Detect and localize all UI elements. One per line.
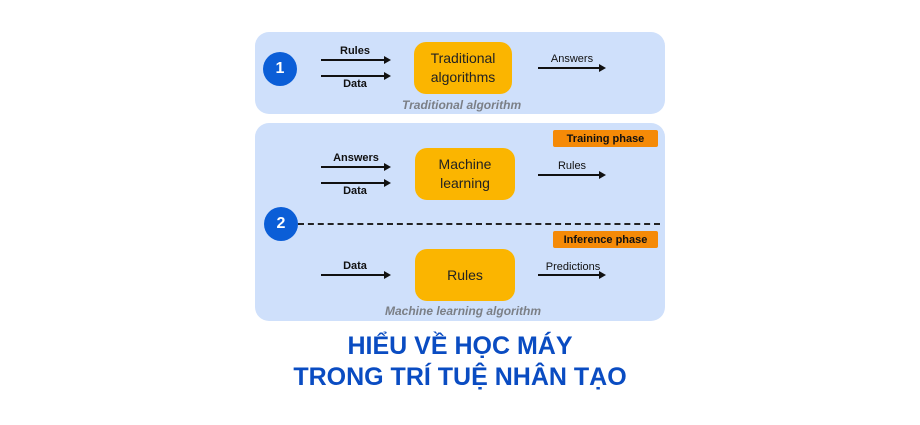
output-label-predictions: Predictions	[545, 261, 601, 273]
ml-caption: Machine learning algorithm	[385, 304, 542, 318]
step-1-badge: 1	[263, 52, 297, 86]
input-label-data: Data	[343, 185, 367, 197]
arrow-icon	[321, 56, 391, 64]
arrow-icon	[538, 171, 606, 179]
input-label-data: Data	[343, 260, 367, 272]
arrow-icon	[538, 64, 606, 72]
input-label-answers: Answers	[333, 152, 379, 164]
arrow-icon	[321, 271, 391, 279]
phase-divider	[298, 223, 660, 225]
step-2-badge: 2	[264, 207, 298, 241]
traditional-algorithms-box: Traditional algorithms	[414, 42, 512, 94]
title-line-1: HIỂU VỀ HỌC MÁY	[347, 332, 573, 360]
traditional-caption: Traditional algorithm	[402, 98, 522, 112]
training-phase-badge: Training phase	[553, 130, 658, 147]
arrow-icon	[321, 72, 391, 80]
input-label-data: Data	[343, 78, 367, 90]
arrow-icon	[321, 163, 391, 171]
output-label-answers: Answers	[550, 53, 594, 65]
arrow-icon	[321, 179, 391, 187]
inference-phase-badge: Inference phase	[553, 231, 658, 248]
title-line-2: TRONG TRÍ TUỆ NHÂN TẠO	[293, 363, 627, 391]
rules-box: Rules	[415, 249, 515, 301]
machine-learning-box: Machine learning	[415, 148, 515, 200]
output-label-rules: Rules	[557, 160, 587, 172]
arrow-icon	[538, 271, 606, 279]
input-label-rules: Rules	[340, 45, 370, 57]
